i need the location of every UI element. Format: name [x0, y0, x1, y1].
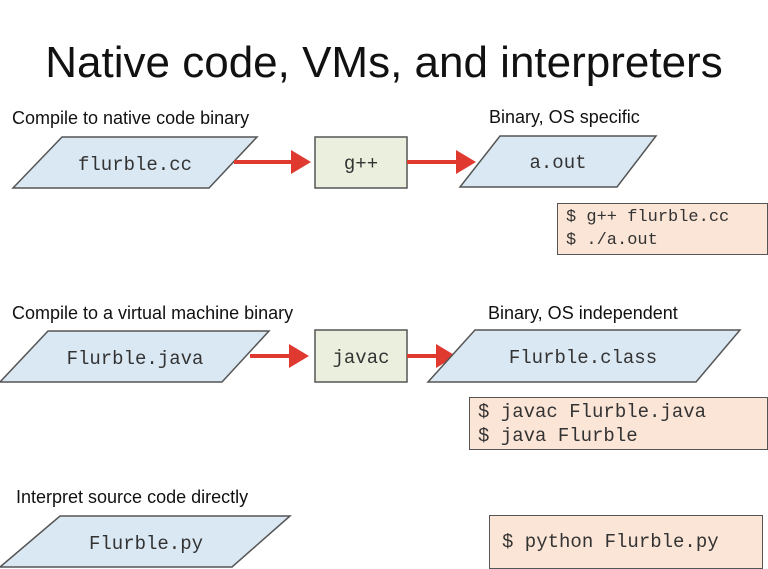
command-box: $ python Flurble.py [489, 515, 763, 569]
command-box: $ javac Flurble.java$ java Flurble [469, 397, 768, 450]
source-file-shape [11, 136, 259, 189]
row2-output-heading: Binary, OS independent [488, 303, 678, 323]
source-file-shape [0, 330, 271, 383]
source-file-label: flurble.cc [78, 154, 192, 176]
command-line: $ g++ flurble.cc [566, 208, 730, 227]
output-file-label: a.out [529, 152, 586, 174]
row2-heading: Compile to a virtual machine binary [12, 303, 294, 323]
source-file-label: Flurble.java [67, 348, 204, 370]
compiler-label: javac [332, 347, 389, 369]
output-file-shape [458, 135, 658, 188]
command-box: $ g++ flurble.cc $ ./a.out [557, 203, 768, 255]
compiler-box [314, 136, 408, 189]
compiler-label: g++ [344, 153, 378, 175]
output-file-label: Flurble.class [509, 347, 657, 369]
command-line: $ ./a.out [566, 231, 658, 250]
command-line: $ java Flurble [478, 425, 638, 447]
output-file-shape [426, 329, 742, 383]
source-file-shape [0, 515, 292, 568]
row1-heading: Compile to native code binary [12, 108, 250, 128]
row3-heading: Interpret source code directly [16, 487, 249, 507]
command-line: $ python Flurble.py [502, 531, 719, 553]
row1-output-heading: Binary, OS specific [489, 107, 640, 127]
source-file-label: Flurble.py [89, 533, 203, 555]
command-line: $ javac Flurble.java [478, 401, 707, 423]
slide-title: Native code, VMs, and interpreters [45, 38, 723, 87]
